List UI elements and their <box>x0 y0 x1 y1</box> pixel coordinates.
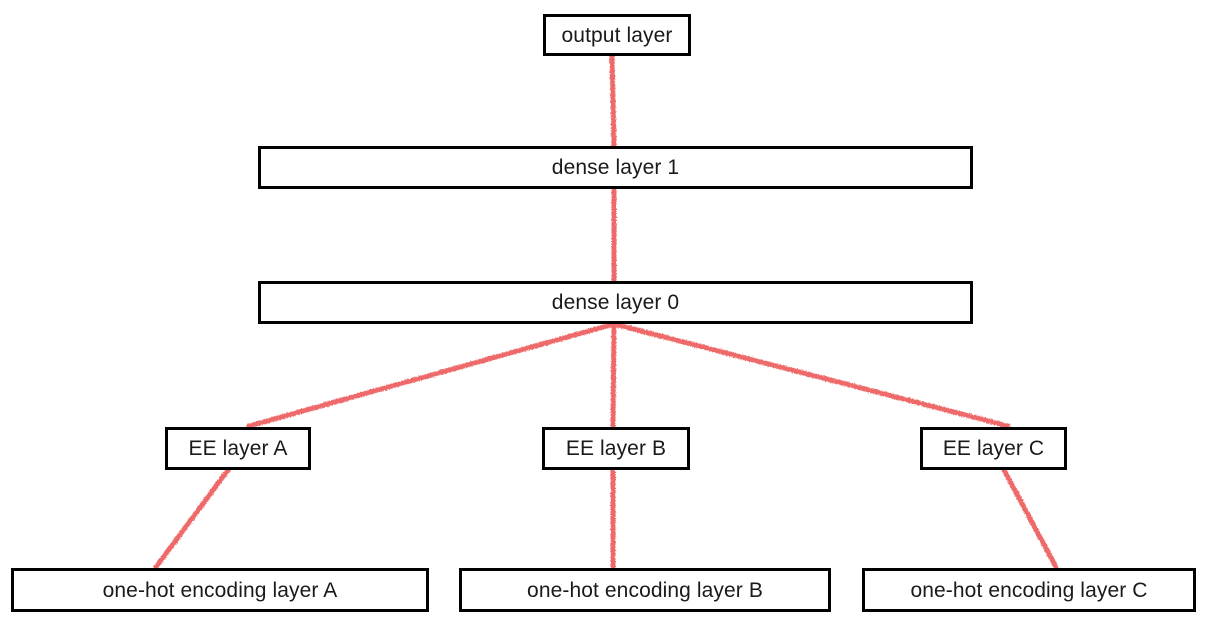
node-label: EE layer B <box>565 437 667 460</box>
node-label: EE layer C <box>942 437 1045 460</box>
edge-onehot-c-to-ee-c <box>1001 467 1059 570</box>
node-ee-layer-c[interactable]: EE layer C <box>920 427 1067 470</box>
node-label: one-hot encoding layer A <box>102 578 338 602</box>
node-label: one-hot encoding layer C <box>910 578 1148 602</box>
node-label: output layer <box>561 23 673 47</box>
node-one-hot-layer-b[interactable]: one-hot encoding layer B <box>459 568 831 612</box>
node-dense-layer-1[interactable]: dense layer 1 <box>258 146 973 189</box>
node-one-hot-layer-a[interactable]: one-hot encoding layer A <box>11 568 429 612</box>
node-label: dense layer 0 <box>551 291 680 314</box>
node-ee-layer-b[interactable]: EE layer B <box>542 427 690 470</box>
edge-ee-c-to-dense0 <box>611 321 1011 429</box>
node-one-hot-layer-c[interactable]: one-hot encoding layer C <box>862 568 1196 612</box>
node-ee-layer-a[interactable]: EE layer A <box>165 427 311 470</box>
node-label: EE layer A <box>188 437 288 460</box>
node-output-layer[interactable]: output layer <box>543 14 691 56</box>
node-label: one-hot encoding layer B <box>527 578 763 602</box>
edge-ee-b-to-dense0 <box>610 321 617 429</box>
edge-dense1-to-output <box>609 53 617 149</box>
node-label: dense layer 1 <box>551 156 680 179</box>
edge-ee-a-to-dense0 <box>246 321 617 429</box>
node-dense-layer-0[interactable]: dense layer 0 <box>258 281 973 324</box>
edge-onehot-a-to-ee-a <box>153 467 231 570</box>
